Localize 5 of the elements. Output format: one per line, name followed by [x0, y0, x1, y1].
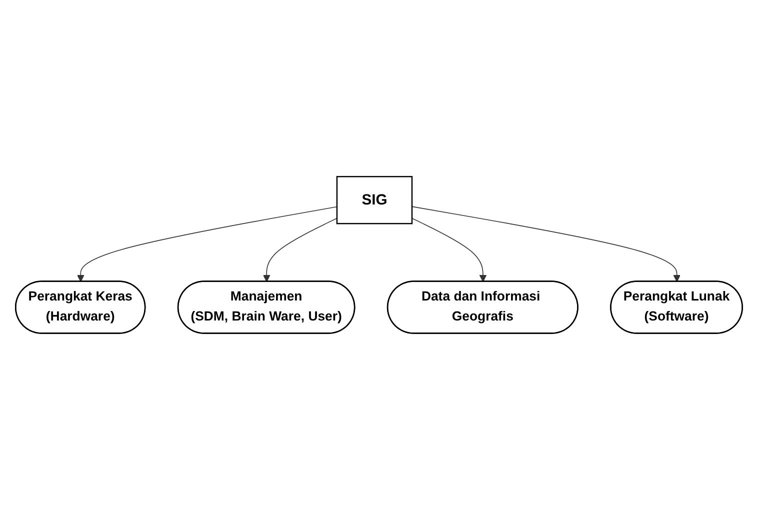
arrow	[262, 217, 337, 282]
arrow	[76, 206, 337, 282]
arrow	[411, 206, 680, 282]
arrow	[411, 217, 486, 282]
node-box: SIG	[336, 176, 412, 224]
